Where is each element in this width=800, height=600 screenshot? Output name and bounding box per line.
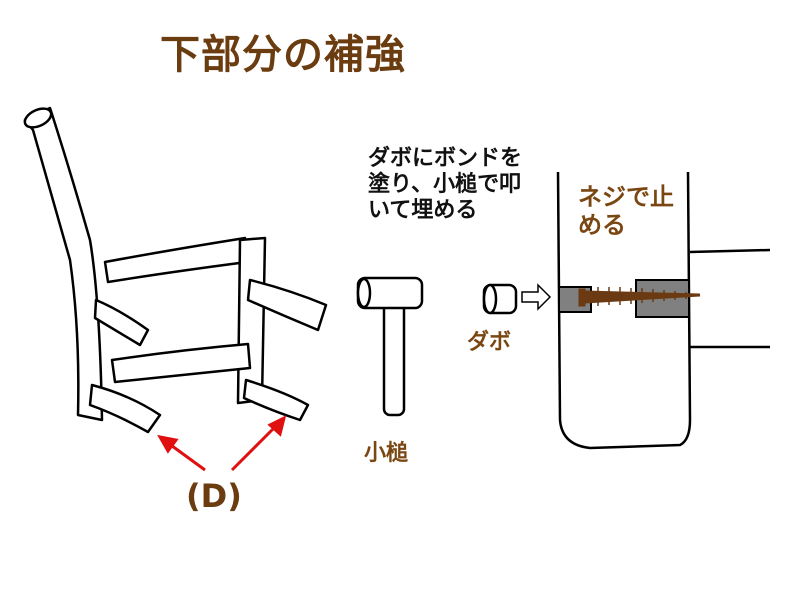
arrow-left-head [157, 434, 179, 454]
dowel-icon [482, 283, 518, 315]
screw-icon [578, 287, 701, 307]
part-d-label: (D) [186, 477, 242, 515]
dowel-label: ダボ [467, 330, 512, 355]
chair-side-rail-right-upper [246, 278, 328, 332]
mallet-label: 小槌 [364, 441, 409, 466]
chair-back-post [23, 106, 104, 422]
insert-arrow-icon [521, 283, 552, 311]
arrow-right-head [267, 415, 287, 437]
chair-side-rail-left-lower [88, 383, 162, 434]
instruction-text: ダボにボンドを塗り、小槌で叩いて埋める [368, 146, 523, 223]
chair-front-post [236, 236, 267, 405]
mallet-icon [356, 276, 424, 417]
page-title: 下部分の補強 [160, 32, 406, 78]
arrow-right [230, 424, 278, 472]
chair-top-rail [103, 236, 249, 284]
chair-side-rail-left-upper [93, 298, 150, 347]
post-cross-section [556, 171, 771, 450]
chair-side-rail-right-lower [242, 378, 310, 422]
arrow-left [167, 441, 206, 472]
screw-label: ネジで止める [578, 183, 674, 239]
chair-mid-rail [110, 342, 252, 384]
